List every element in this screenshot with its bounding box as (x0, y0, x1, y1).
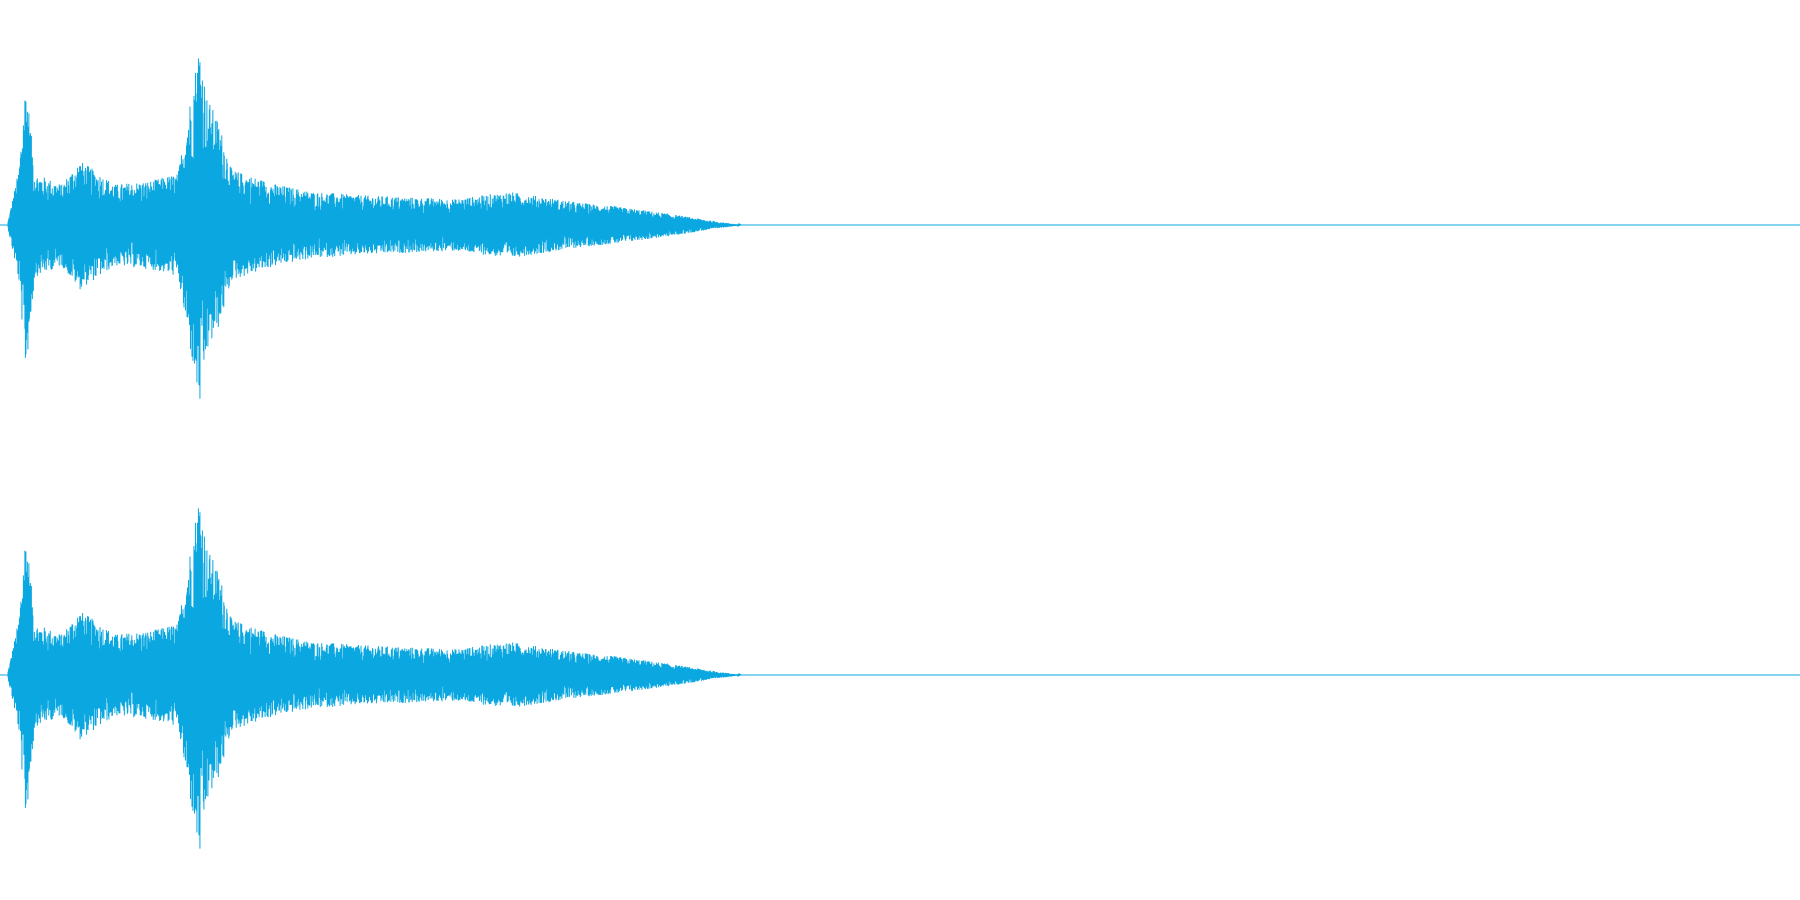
waveform-channel-left (0, 0, 1800, 400)
waveform-trace (7, 58, 1798, 399)
waveform-trace (7, 508, 1798, 849)
waveform-channel-right (0, 450, 1800, 850)
